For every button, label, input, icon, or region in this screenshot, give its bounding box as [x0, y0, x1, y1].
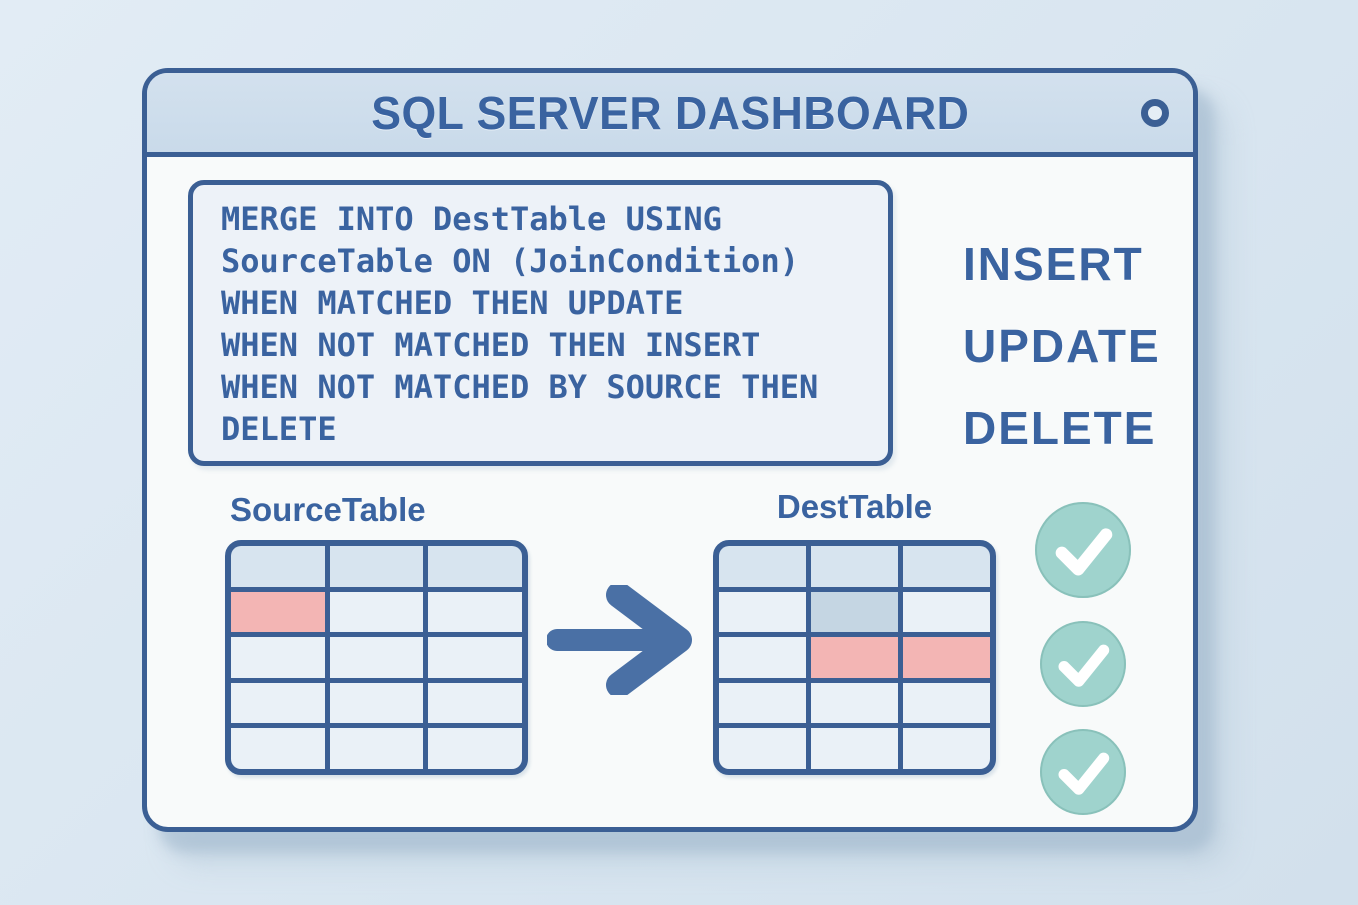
table-cell	[719, 682, 806, 724]
table-cell	[231, 637, 325, 678]
table-cell	[903, 546, 990, 587]
sql-code-line: WHEN MATCHED THEN UPDATE	[221, 284, 684, 322]
sql-code-block: MERGE INTO DestTable USING SourceTable ON…	[221, 198, 878, 450]
operations-list: INSERT UPDATE DELETE	[963, 241, 1161, 451]
table-cell	[329, 546, 424, 587]
table-cell	[811, 637, 898, 678]
table-cell	[428, 728, 522, 769]
sql-code-line: DELETE	[221, 410, 337, 448]
table-cell	[719, 546, 806, 587]
dest-table-label: DestTable	[776, 488, 933, 525]
checkmark-icon	[1040, 621, 1126, 707]
table-cell	[329, 637, 424, 678]
table-cell	[903, 728, 990, 769]
window-control-circle-icon[interactable]	[1141, 99, 1169, 127]
operation-label-insert: INSERT	[963, 238, 1144, 290]
table-cell	[811, 728, 898, 769]
table-cell	[428, 591, 522, 633]
table-cell	[811, 682, 898, 724]
operation-label-delete: DELETE	[963, 402, 1157, 454]
table-cell	[811, 546, 898, 587]
table-cell	[231, 682, 325, 724]
dashboard-window: SQL SERVER DASHBOARD MERGE INTO DestTabl…	[142, 68, 1198, 832]
right-arrow-icon	[547, 585, 692, 695]
table-cell	[329, 682, 424, 724]
table-cell	[231, 728, 325, 769]
table-cell	[329, 591, 424, 633]
checkmark-icon	[1035, 502, 1131, 598]
sql-code-panel: MERGE INTO DestTable USING SourceTable ON…	[188, 180, 893, 466]
table-cell	[428, 682, 522, 724]
sql-code-line: WHEN NOT MATCHED BY SOURCE THEN	[221, 368, 819, 406]
table-cell	[719, 728, 806, 769]
table-cell	[231, 591, 325, 633]
table-cell	[719, 591, 806, 633]
sql-code-line: WHEN NOT MATCHED THEN INSERT	[221, 326, 761, 364]
title-bar: SQL SERVER DASHBOARD	[147, 73, 1193, 157]
table-cell	[811, 591, 898, 633]
table-cell	[428, 546, 522, 587]
window-title: SQL SERVER DASHBOARD	[370, 86, 970, 139]
checkmark-icon	[1040, 729, 1126, 815]
operation-label-update: UPDATE	[963, 320, 1161, 372]
source-table-grid	[225, 540, 528, 775]
source-table-label: SourceTable	[230, 491, 426, 528]
table-cell	[329, 728, 424, 769]
checkmark-list	[1035, 502, 1131, 815]
table-cell	[231, 546, 325, 587]
sql-code-line: MERGE INTO DestTable USING	[221, 200, 722, 238]
dest-table-grid	[713, 540, 996, 775]
table-cell	[903, 637, 990, 678]
table-cell	[903, 591, 990, 633]
table-cell	[428, 637, 522, 678]
table-cell	[719, 637, 806, 678]
table-cell	[903, 682, 990, 724]
sql-code-line: SourceTable ON (JoinCondition)	[221, 242, 799, 280]
